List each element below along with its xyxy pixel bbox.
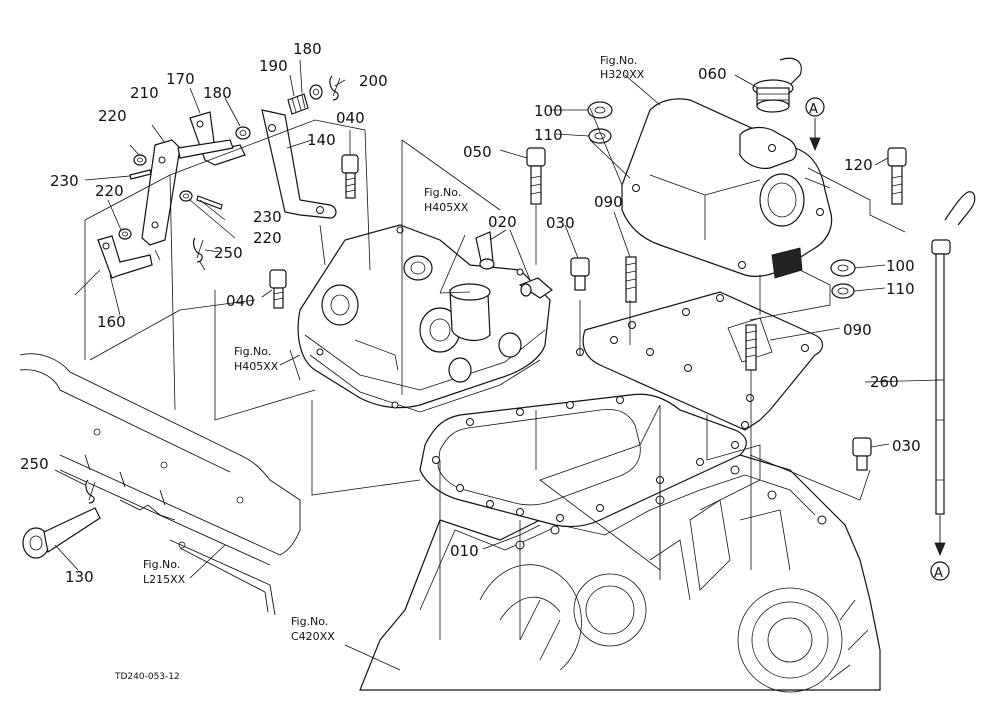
spring-190 bbox=[287, 93, 309, 115]
figref-h405-top: Fig.No. H405XX bbox=[424, 186, 469, 214]
upper-casting-h320 bbox=[621, 98, 833, 279]
label-140: 140 bbox=[307, 131, 336, 149]
filler-cap-060 bbox=[752, 57, 802, 113]
label-090-left: 090 bbox=[594, 193, 623, 211]
figref-h320-line2: H320XX bbox=[600, 68, 645, 81]
marker-a-top-circle bbox=[805, 97, 825, 117]
label-110-right: 110 bbox=[886, 280, 915, 298]
figref-h405-left: Fig.No. H405XX bbox=[234, 345, 279, 373]
label-040-upper: 040 bbox=[336, 109, 365, 127]
washer-220-a bbox=[133, 154, 147, 166]
figref-l215-line2: L215XX bbox=[143, 573, 186, 586]
label-250-upper: 250 bbox=[214, 244, 243, 262]
bolt-040-lower bbox=[269, 269, 287, 309]
figref-l215-line1: Fig.No. bbox=[143, 558, 180, 571]
label-030-right: 030 bbox=[892, 437, 921, 455]
label-180-a: 180 bbox=[203, 84, 232, 102]
figref-c420: Fig.No. C420XX bbox=[291, 615, 335, 643]
label-090-right: 090 bbox=[843, 321, 872, 339]
label-160: 160 bbox=[97, 313, 126, 331]
label-020: 020 bbox=[488, 213, 517, 231]
clip-200 bbox=[329, 75, 341, 101]
dipstick-260 bbox=[931, 191, 976, 515]
bolt-040-upper bbox=[341, 154, 359, 199]
marker-a-bottom: A bbox=[934, 566, 943, 581]
nut-250-lower bbox=[85, 479, 96, 504]
label-220-b: 220 bbox=[95, 182, 124, 200]
clip-250-upper bbox=[193, 237, 204, 263]
label-200: 200 bbox=[359, 72, 388, 90]
label-130: 130 bbox=[65, 568, 94, 586]
bolt-120 bbox=[887, 147, 907, 205]
label-110-top: 110 bbox=[534, 126, 563, 144]
label-100-top: 100 bbox=[534, 102, 563, 120]
plate-210 bbox=[141, 139, 181, 246]
marker-a-bottom-circle bbox=[930, 561, 950, 581]
label-260: 260 bbox=[870, 373, 899, 391]
label-leaders bbox=[54, 59, 941, 671]
label-040-lower: 040 bbox=[226, 292, 255, 310]
figref-h405-left-line1: Fig.No. bbox=[234, 345, 271, 358]
pin-130 bbox=[22, 507, 101, 559]
label-010: 010 bbox=[450, 542, 479, 560]
fitting-020 bbox=[475, 231, 553, 299]
arrow-a-bottom bbox=[934, 515, 946, 557]
label-030-center: 030 bbox=[546, 214, 575, 232]
washer-220-c bbox=[179, 190, 193, 202]
plug-030-center bbox=[570, 257, 590, 291]
valve-body-h405 bbox=[297, 224, 551, 413]
arm-160 bbox=[97, 235, 153, 279]
explosion-lines bbox=[74, 107, 906, 640]
shaft-rod bbox=[177, 139, 234, 159]
marker-a-top: A bbox=[809, 102, 818, 117]
stud-090-left bbox=[625, 256, 637, 303]
label-170: 170 bbox=[166, 70, 195, 88]
label-230-b: 230 bbox=[253, 208, 282, 226]
bracket-140 bbox=[261, 109, 337, 219]
plug-030-right bbox=[852, 437, 872, 471]
bolt-050 bbox=[526, 147, 546, 205]
label-100-right: 100 bbox=[886, 257, 915, 275]
washer-180-b bbox=[309, 84, 323, 100]
figref-h320-line1: Fig.No. bbox=[600, 54, 637, 67]
top-cover-plate bbox=[576, 291, 824, 431]
figref-h405-top-line1: Fig.No. bbox=[424, 186, 461, 199]
washer-180-a bbox=[235, 126, 251, 140]
label-050: 050 bbox=[463, 143, 492, 161]
washer-110-right bbox=[831, 283, 855, 299]
label-220-a: 220 bbox=[98, 107, 127, 125]
label-220-c: 220 bbox=[253, 229, 282, 247]
nut-100-top bbox=[587, 101, 613, 119]
arrow-a-top bbox=[809, 118, 821, 152]
label-190: 190 bbox=[259, 57, 288, 75]
drawing-code: TD240-053-12 bbox=[114, 672, 180, 682]
figref-h320: Fig.No. H320XX bbox=[600, 54, 645, 81]
label-210: 210 bbox=[130, 84, 159, 102]
label-250-lower: 250 bbox=[20, 455, 49, 473]
gasket-010 bbox=[419, 393, 747, 528]
stud-090-right bbox=[745, 324, 757, 371]
pin-230-b bbox=[196, 195, 223, 210]
nut-100-right bbox=[830, 259, 856, 277]
label-060: 060 bbox=[698, 65, 727, 83]
figref-c420-line1: Fig.No. bbox=[291, 615, 328, 628]
label-120: 120 bbox=[844, 156, 873, 174]
washer-220-b bbox=[118, 228, 132, 240]
figref-c420-line2: C420XX bbox=[291, 630, 335, 643]
label-230-a: 230 bbox=[50, 172, 79, 190]
figref-h405-left-line2: H405XX bbox=[234, 360, 279, 373]
chassis-frame-outline bbox=[19, 353, 301, 616]
figref-l215: Fig.No. L215XX bbox=[143, 558, 186, 586]
pin-230-a bbox=[129, 169, 152, 180]
figref-h405-top-line2: H405XX bbox=[424, 201, 469, 214]
label-180-b: 180 bbox=[293, 40, 322, 58]
